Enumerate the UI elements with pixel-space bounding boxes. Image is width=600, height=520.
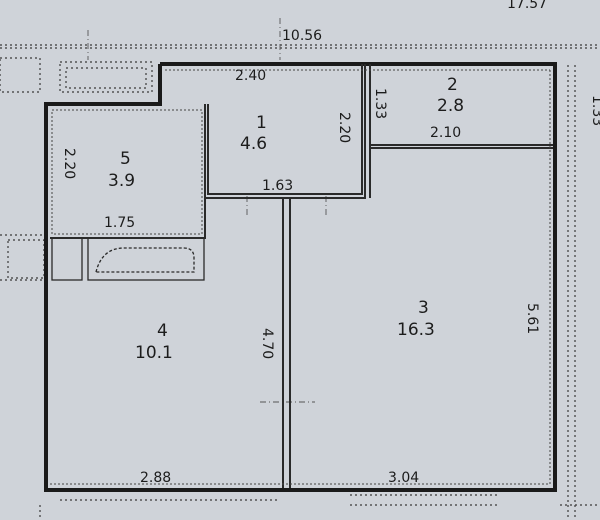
exterior-walls (44, 62, 557, 492)
kitchen-height: 4.70 (259, 328, 275, 359)
top-partial-text: 17.57 (507, 0, 547, 12)
wc-width: 2.10 (430, 125, 461, 141)
room-1-area: 4.6 (240, 134, 267, 154)
overall-width-label: 10.56 (282, 28, 322, 44)
room-2-number: 2 (447, 75, 458, 95)
room-5-area: 3.9 (108, 171, 135, 191)
kitchen-fixtures (51, 237, 205, 281)
room-3-area: 16.3 (397, 320, 435, 340)
neighbouring-outlines (0, 44, 600, 520)
room-3-number: 3 (418, 298, 429, 318)
bath-top-width: 2.40 (235, 68, 266, 84)
bath-bottom-width: 1.63 (262, 178, 293, 194)
room-height: 5.61 (524, 303, 540, 334)
storage-width: 1.75 (104, 215, 135, 231)
room-2-area: 2.8 (437, 96, 464, 116)
wall-hatching (50, 69, 551, 485)
axis-lines (87, 18, 327, 403)
room-width: 3.04 (388, 470, 419, 486)
room-4-area: 10.1 (135, 343, 173, 363)
room-5-number: 5 (120, 149, 131, 169)
kitchen-width: 2.88 (140, 470, 171, 486)
wc-height: 1.33 (372, 88, 388, 119)
bath-height: 2.20 (336, 112, 352, 143)
storage-height: 2.20 (61, 148, 77, 179)
right-edge-dimension: 1.33 (589, 95, 600, 126)
room-1-number: 1 (256, 113, 267, 133)
room-4-number: 4 (157, 321, 168, 341)
